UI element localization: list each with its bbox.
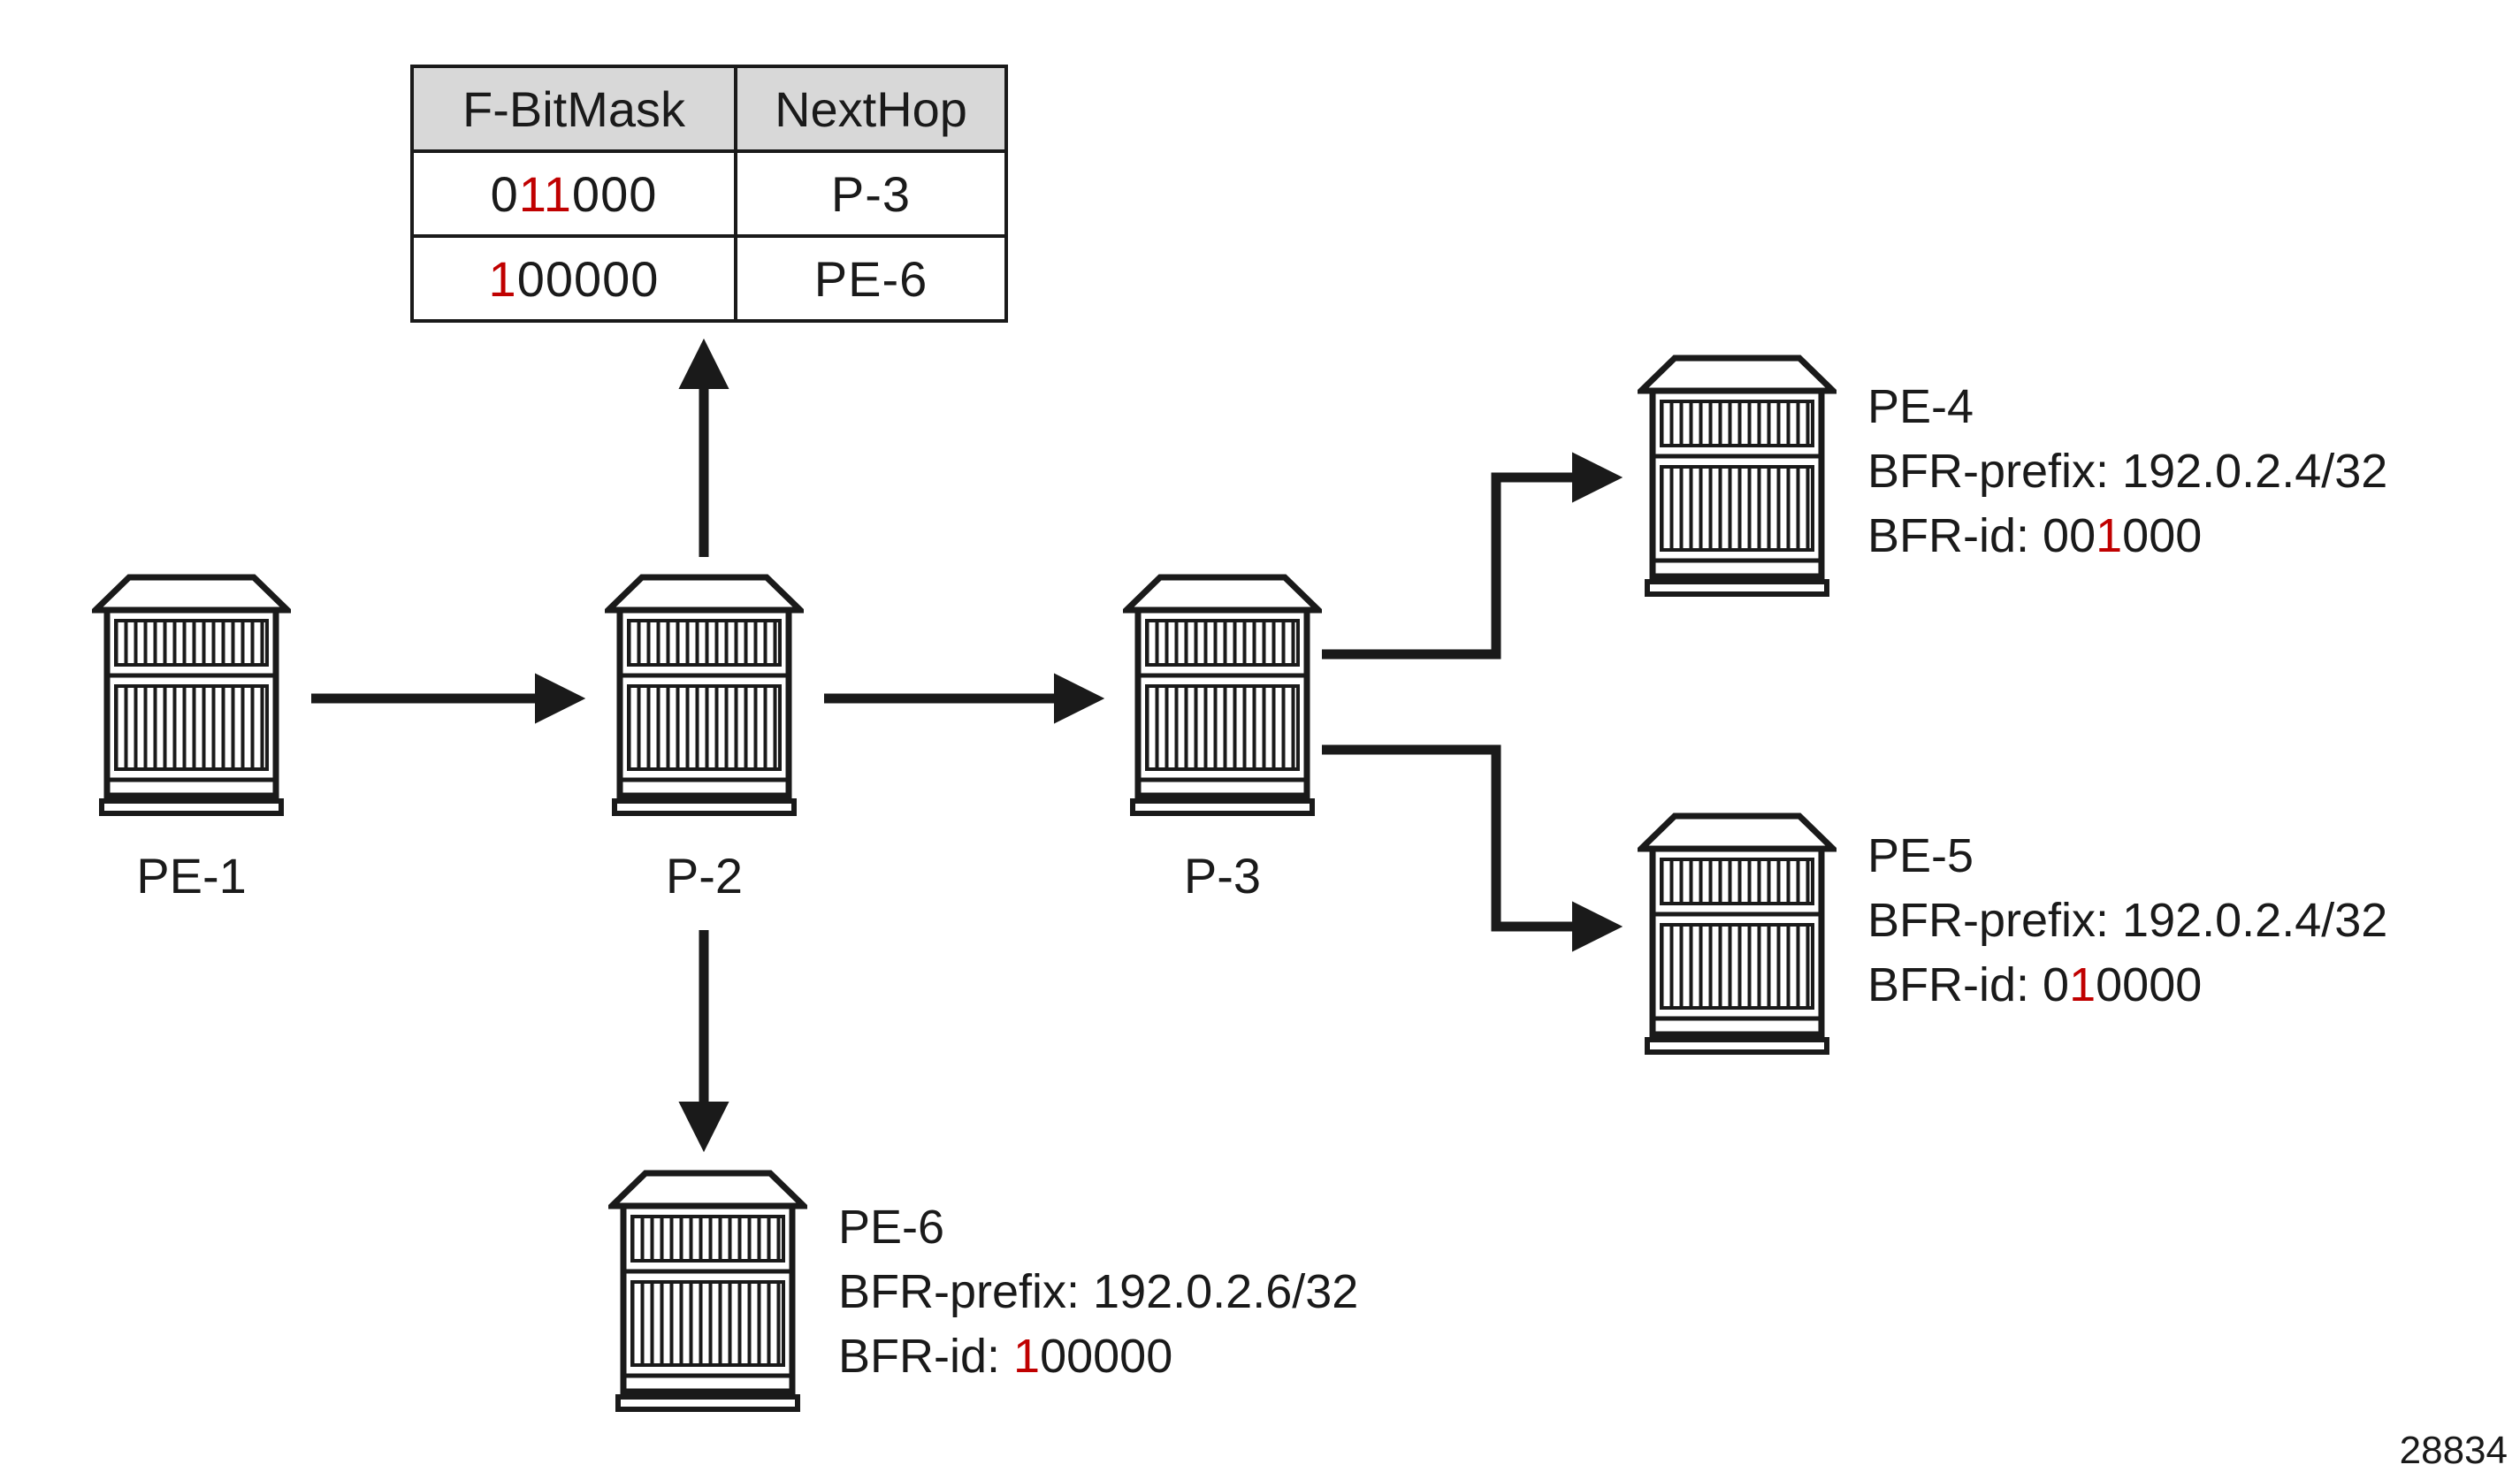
- bfr-id: BFR-id: 100000: [838, 1324, 1358, 1389]
- bfr-prefix: BFR-prefix: 192.0.2.6/32: [838, 1265, 1359, 1318]
- figure-number: 28834: [2399, 1429, 2508, 1472]
- bfr-id: BFR-id: 010000: [1867, 953, 2387, 1018]
- router-label-pe1: PE-1: [136, 848, 247, 904]
- pe6-info: PE-6 BFR-prefix: 192.0.2.6/32 BFR-id: 10…: [838, 1195, 1358, 1389]
- bfr-id-label: BFR-id:: [838, 1330, 1014, 1383]
- bfr-id: BFR-id: 001000: [1867, 504, 2387, 568]
- router-label-p2: P-2: [665, 848, 744, 904]
- bfr-id-bits: 010000: [2043, 958, 2203, 1011]
- nexthop-cell: PE-6: [734, 234, 1008, 323]
- bfr-id-bits: 001000: [2043, 509, 2203, 562]
- bfr-id-label: BFR-id:: [1867, 958, 2043, 1011]
- router-icon-p2: [608, 577, 800, 813]
- table-row: 100000 PE-6: [410, 234, 1008, 323]
- table-header-row: F-BitMask NextHop: [410, 65, 1008, 153]
- arrow-p3-to-pe5: [1322, 744, 1623, 952]
- bitmask-cell: 100000: [410, 234, 737, 323]
- bfr-prefix: BFR-prefix: 192.0.2.4/32: [1867, 894, 2388, 947]
- router-icon-pe6: [612, 1173, 804, 1409]
- bitmask-cell: 011000: [410, 149, 737, 238]
- table-header-fbitmask: F-BitMask: [410, 65, 737, 153]
- router-name: PE-4: [1867, 380, 1974, 433]
- router-name: PE-6: [838, 1201, 945, 1254]
- arrow-p3-to-pe4: [1322, 452, 1623, 660]
- forwarding-table: F-BitMask NextHop 011000 P-3 100000 PE-6: [410, 65, 1008, 323]
- router-icon-pe1: [95, 577, 287, 813]
- bfr-prefix: BFR-prefix: 192.0.2.4/32: [1867, 445, 2388, 498]
- bfr-id-label: BFR-id:: [1867, 509, 2043, 562]
- router-name: PE-5: [1867, 829, 1974, 882]
- pe5-info: PE-5 BFR-prefix: 192.0.2.4/32 BFR-id: 01…: [1867, 824, 2387, 1018]
- table-header-nexthop: NextHop: [734, 65, 1008, 153]
- pe4-info: PE-4 BFR-prefix: 192.0.2.4/32 BFR-id: 00…: [1867, 375, 2387, 568]
- router-icon-pe4: [1641, 358, 1833, 594]
- router-icon-p3: [1126, 577, 1318, 813]
- bfr-id-bits: 100000: [1013, 1330, 1173, 1383]
- router-icon-pe5: [1641, 816, 1833, 1052]
- nexthop-cell: P-3: [734, 149, 1008, 238]
- table-row: 011000 P-3: [410, 149, 1008, 238]
- router-label-p3: P-3: [1183, 848, 1262, 904]
